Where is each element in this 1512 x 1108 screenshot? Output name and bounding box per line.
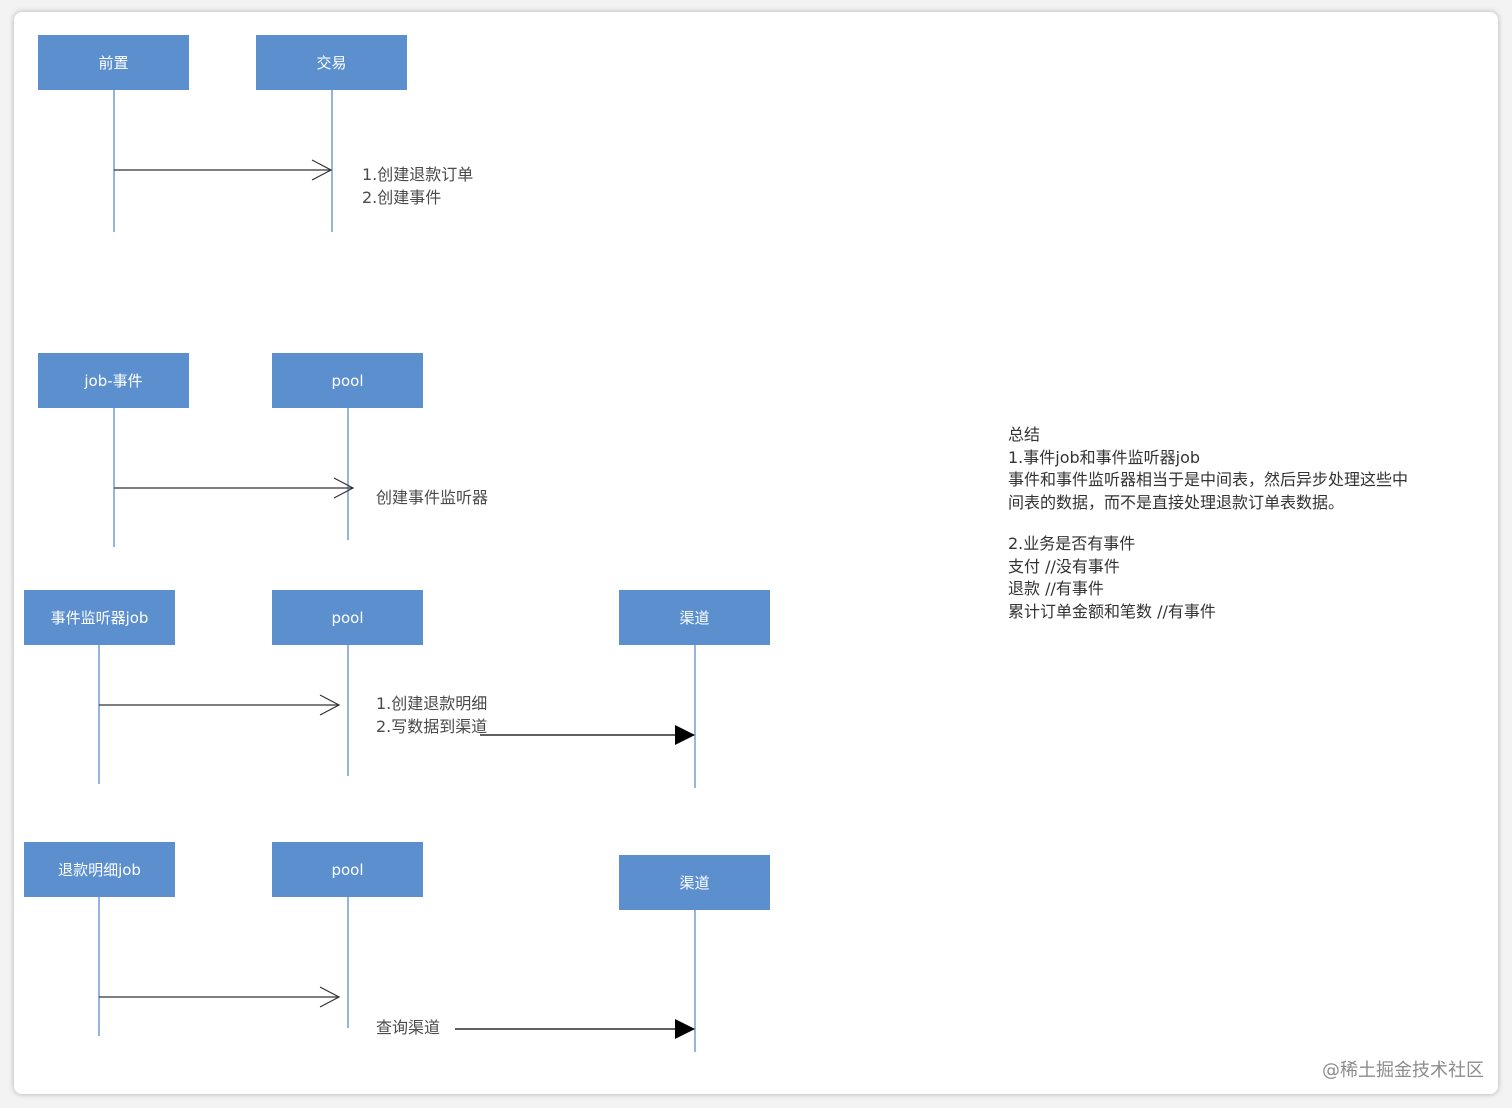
notes-point1-title: 1.事件job和事件监听器job (1008, 447, 1201, 467)
label-line: 1.创建退款订单 (362, 165, 474, 184)
summary-notes: 总结 1.事件job和事件监听器job 事件和事件监听器相当于是中间表，然后异步… (1008, 424, 1408, 623)
label-line: 查询渠道 (376, 1018, 441, 1037)
actor-label: job-事件 (84, 372, 143, 390)
actor-label: 渠道 (679, 609, 710, 627)
actor-label: 渠道 (679, 874, 710, 892)
actor-label: 前置 (98, 54, 129, 72)
notes-point1-line: 事件和事件监听器相当于是中间表，然后异步处理这些中 (1008, 470, 1409, 489)
notes-title: 总结 (1008, 425, 1041, 444)
actor-label: pool (331, 608, 364, 627)
message-label-create-detail: 1.创建退款明细 2.写数据到渠道 (376, 693, 487, 738)
watermark: @稀土掘金技术社区 (1322, 1060, 1484, 1081)
actor-box-listener-job[interactable]: 事件监听器job (24, 590, 175, 645)
actor-box-qianzhi[interactable]: 前置 (38, 35, 189, 90)
notes-point2-line: 支付 //没有事件 (1008, 556, 1120, 576)
actor-box-jiaoyi[interactable]: 交易 (256, 35, 407, 90)
message-label-create-order: 1.创建退款订单 2.创建事件 (362, 164, 473, 209)
actor-box-pool-2[interactable]: pool (272, 590, 423, 645)
label-line: 2.写数据到渠道 (376, 716, 488, 736)
diagram-paper (14, 12, 1498, 1094)
actor-label: 事件监听器job (50, 609, 149, 627)
label-line: 2.创建事件 (362, 187, 442, 207)
actor-box-channel-1[interactable]: 渠道 (619, 590, 770, 645)
actor-box-job-event[interactable]: job-事件 (38, 353, 189, 408)
actor-label: 交易 (316, 54, 347, 72)
actor-box-pool-1[interactable]: pool (272, 353, 423, 408)
notes-point2-line: 累计订单金额和笔数 //有事件 (1008, 601, 1216, 621)
actor-box-channel-2[interactable]: 渠道 (619, 855, 770, 910)
actor-label: pool (331, 371, 364, 390)
notes-point2-line: 退款 //有事件 (1008, 579, 1104, 598)
notes-point1-line: 间表的数据，而不是直接处理退款订单表数据。 (1008, 492, 1345, 512)
notes-point2-title: 2.业务是否有事件 (1008, 534, 1136, 553)
actor-label: 退款明细job (58, 861, 141, 879)
message-label-create-listener: 创建事件监听器 (376, 487, 488, 510)
actor-box-pool-3[interactable]: pool (272, 842, 423, 897)
actor-label: pool (331, 860, 364, 879)
actor-box-detail-job[interactable]: 退款明细job (24, 842, 175, 897)
notes-spacer (1008, 514, 1408, 533)
label-line: 创建事件监听器 (376, 488, 489, 507)
message-label-query-channel: 查询渠道 (376, 1017, 440, 1040)
label-line: 1.创建退款明细 (376, 694, 488, 713)
